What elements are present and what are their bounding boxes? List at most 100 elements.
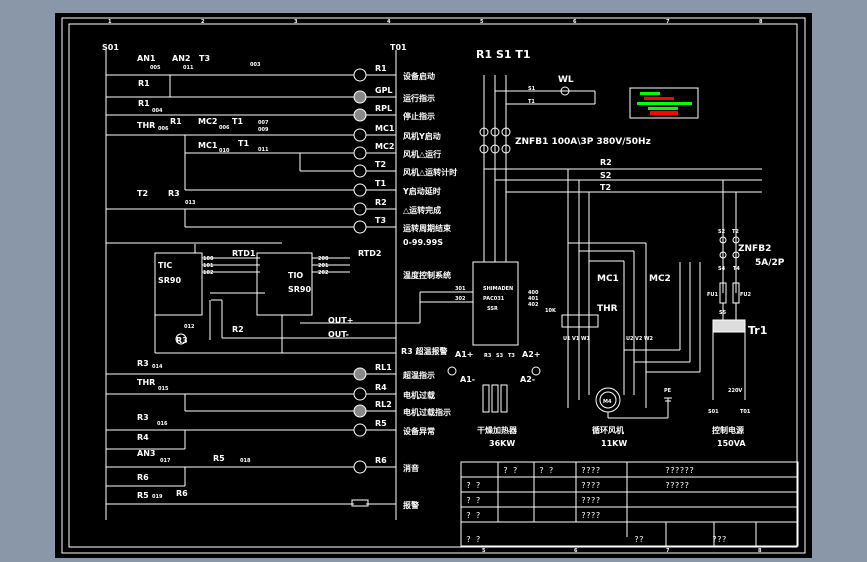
coil-tag: GPL xyxy=(375,86,393,95)
terminal-label: S01 xyxy=(708,409,719,415)
indicator-lamp-GPL[interactable] xyxy=(353,90,367,104)
zone-number: 2 xyxy=(201,19,205,25)
supply-label: R1 S1 T1 xyxy=(476,48,531,61)
coil-description: 停止指示 xyxy=(403,111,435,121)
coil-R2[interactable] xyxy=(353,202,367,216)
transformer-rating: 150VA xyxy=(717,439,746,448)
wire-number: 013 xyxy=(185,200,196,206)
contact-R3: R3 xyxy=(168,189,180,198)
wire-number: 019 xyxy=(152,494,163,500)
coil-description: 设备异常 xyxy=(403,426,435,436)
ssr-brand: SHIMADEN xyxy=(483,286,513,292)
coil-R5[interactable] xyxy=(353,423,367,437)
zone-number: 1 xyxy=(108,19,112,25)
motor-terminal: V1 xyxy=(572,336,580,342)
coil-tag: RL1 xyxy=(375,363,392,372)
coil-description: 电机过载指示 xyxy=(403,407,451,417)
zone-number: 3 xyxy=(294,19,298,25)
title-cell: ??? xyxy=(712,535,727,544)
transformer-name: 控制电源 xyxy=(712,425,744,435)
coil-description: R3 超温报警 xyxy=(401,346,448,356)
resistor-label: 10K xyxy=(545,308,557,314)
coil-MC1[interactable] xyxy=(353,128,367,142)
wire-number: 005 xyxy=(150,65,161,71)
title-cell: ???? xyxy=(581,481,600,490)
contact-T1: T1 xyxy=(238,139,249,148)
breaker2-name: ZNFB2 xyxy=(738,244,771,254)
indicator-lamp-RL2[interactable] xyxy=(353,404,367,418)
coil-tag: RPL xyxy=(375,104,392,113)
coil-T3[interactable] xyxy=(353,220,367,234)
heater-rating: 36KW xyxy=(489,439,515,448)
coil-tag: T2 xyxy=(375,160,386,169)
wire-number: 009 xyxy=(258,127,269,133)
terminal-number: 101 xyxy=(203,263,214,269)
coil-description: 设备启动 xyxy=(403,71,435,81)
coil-description: 报警 xyxy=(403,500,419,510)
wl-lamp-label: WL xyxy=(558,75,574,85)
terminal-number: 301 xyxy=(455,286,466,292)
motor-terminal: U1 xyxy=(563,336,571,342)
terminal-number: 202 xyxy=(318,270,329,276)
coil-R1[interactable] xyxy=(353,68,367,82)
wire-number: 012 xyxy=(184,324,195,330)
contact-R1: R1 xyxy=(138,79,150,88)
terminal-label: T01 xyxy=(740,409,751,415)
wire-number: 010 xyxy=(219,148,230,154)
coil-R4[interactable] xyxy=(353,387,367,401)
pe-label: PE xyxy=(664,388,672,394)
indicator-lamp-RPL[interactable] xyxy=(353,108,367,122)
contact-R1: R1 xyxy=(138,99,150,108)
ssr-model: PAC031 xyxy=(483,296,505,302)
wire-number: 014 xyxy=(152,364,163,370)
contact-AN2: AN2 xyxy=(172,54,190,63)
contact-T3: T3 xyxy=(199,54,210,63)
r2-contact-label: R2 xyxy=(232,325,244,334)
controller-name: TIO xyxy=(288,271,303,280)
coil-tag: MC2 xyxy=(375,142,394,151)
contact-MC1: MC1 xyxy=(198,141,218,150)
breaker2-rating: 5A/2P xyxy=(755,258,785,268)
contact-T1: T1 xyxy=(232,117,243,126)
transformer-voltage: 220V xyxy=(728,388,742,394)
title-cell: ???? xyxy=(581,511,600,520)
wire-number: 007 xyxy=(258,120,269,126)
coil-R6[interactable] xyxy=(353,460,367,474)
coil-description: 运转周期结束 xyxy=(403,223,452,233)
zone-number: 7 xyxy=(666,548,670,554)
bus-label: R2 xyxy=(600,158,612,167)
terminal-label: S2 xyxy=(718,229,726,235)
title-cell: ? ? xyxy=(466,535,481,544)
contact-THR: THR xyxy=(137,378,155,387)
controller-model: SR90 xyxy=(288,285,311,294)
coil-tag: T3 xyxy=(375,216,386,225)
ammeter-label: A2+ xyxy=(522,350,540,359)
motor-terminal: W2 xyxy=(644,336,654,342)
contact-MC2: MC2 xyxy=(198,117,217,126)
zone-number: 5 xyxy=(480,19,484,25)
temp-system-label: 温度控制系统 xyxy=(403,270,451,280)
legend-box xyxy=(629,87,699,119)
wire-number: 006 xyxy=(158,126,169,132)
coil-tag: R5 xyxy=(375,419,387,428)
title-cell: ? ? xyxy=(466,481,481,490)
motor-name: 循环风机 xyxy=(591,425,624,435)
indicator-lamp-RL1[interactable] xyxy=(353,367,367,381)
ammeter-label: A1- xyxy=(460,375,475,384)
terminal-number: 102 xyxy=(203,270,214,276)
coil-description: 消音 xyxy=(403,463,419,473)
terminal-label: T4 xyxy=(733,266,740,272)
zone-number: 5 xyxy=(482,548,486,554)
coil-MC2[interactable] xyxy=(353,146,367,160)
bus-label: T2 xyxy=(600,183,611,192)
contact-R1: R1 xyxy=(170,117,182,126)
coil-tag: R6 xyxy=(375,456,387,465)
coil-T2[interactable] xyxy=(353,164,367,178)
contact-R3: R3 xyxy=(137,413,149,422)
transformer-tag: Tr1 xyxy=(748,324,767,337)
coil-T1[interactable] xyxy=(353,183,367,197)
ssr-type: SSR xyxy=(487,306,498,312)
zone-number: 8 xyxy=(758,548,762,554)
rtd-label: RTD1 xyxy=(232,249,256,258)
